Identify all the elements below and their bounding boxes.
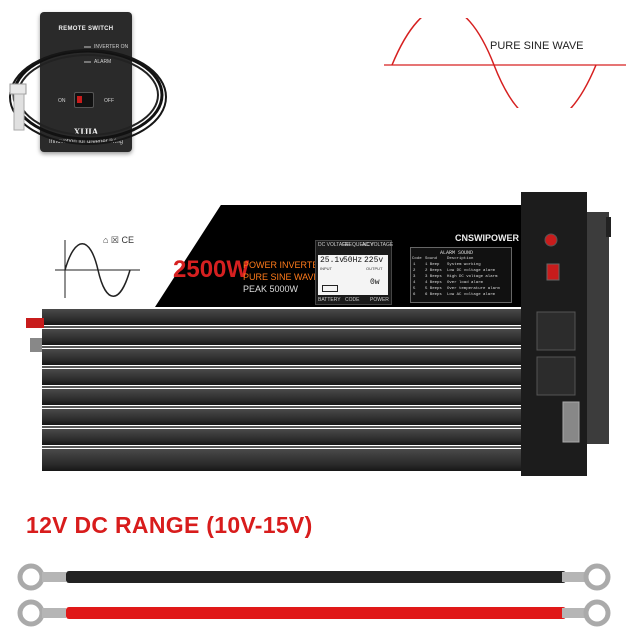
cooling-fin	[42, 389, 521, 405]
lcd-code-label: CODE	[345, 297, 360, 303]
lcd-dc-value: 25.1v	[320, 256, 345, 265]
inverter-on-label: INVERTER ON	[94, 44, 129, 50]
alarm-row-description: Low DC voltage alarm	[447, 269, 496, 273]
remote-title: REMOTE SWITCH	[58, 26, 114, 32]
alarm-row-code: 4	[413, 281, 416, 285]
alarm-sound-table	[410, 247, 512, 303]
inverter-brand: CNSWIPOWER	[455, 233, 519, 243]
cooling-fin	[42, 309, 521, 325]
cooling-fin	[42, 349, 521, 365]
fin-highlight	[42, 426, 521, 428]
alarm-row-sound: 6 Beeps	[425, 293, 442, 297]
alarm-row-description: Over load alarm	[447, 281, 484, 285]
wattage-rating: 2500W	[173, 256, 250, 283]
positive-terminal	[26, 318, 44, 328]
rocker-switch[interactable]	[74, 92, 94, 108]
alarm-row-sound: 4 Beeps	[425, 281, 442, 285]
fin-highlight	[42, 326, 521, 328]
alarm-row-sound: 2 Beeps	[425, 269, 442, 273]
lcd-power-value: 0w	[370, 278, 380, 287]
alarm-row-code: 2	[413, 269, 416, 273]
on-label: ON	[58, 98, 66, 104]
spec-line-1: POWER INVERTER	[243, 260, 325, 270]
lcd-dc-voltage-label: DC VOLTAGE	[318, 242, 350, 248]
cooling-fin	[42, 409, 521, 425]
alarm-label: ALARM	[94, 59, 112, 65]
spec-line-2: PURE SINE WAVE	[243, 272, 320, 282]
alarm-row-description: High DC voltage alarm	[447, 275, 498, 279]
lcd-power-label: POWER	[370, 297, 389, 303]
alarm-row-code: 5	[413, 287, 416, 291]
alarm-row-sound: 3 Beeps	[425, 275, 442, 279]
alarm-header-description: Description	[447, 257, 474, 261]
cooling-fin	[42, 449, 521, 471]
lcd-frequency-label: FREQUENCY	[342, 242, 374, 248]
battery-icon	[322, 285, 338, 292]
lcd-freq-value: 50Hz	[343, 256, 363, 265]
inverter-on-led	[84, 46, 91, 48]
alarm-row-description: Low AC voltage alarm	[447, 293, 496, 297]
alarm-row-description: Over temperature alarm	[447, 287, 500, 291]
fin-highlight	[42, 366, 521, 368]
fin-highlight	[42, 386, 521, 388]
off-label: OFF	[104, 98, 114, 104]
peak-rating: PEAK 5000W	[243, 284, 299, 294]
cooling-fin	[42, 429, 521, 445]
alarm-row-code: 1	[413, 263, 416, 267]
cooling-fin	[42, 329, 521, 345]
alarm-led	[84, 61, 91, 63]
fin-highlight	[42, 446, 521, 448]
alarm-header-code: Code	[412, 257, 422, 261]
alarm-row-sound: 1 Beep	[425, 263, 440, 267]
alarm-row-description: System working	[447, 263, 481, 267]
fin-highlight	[42, 346, 521, 348]
mounting-bracket	[585, 212, 609, 444]
end-panel-details	[536, 217, 611, 443]
lcd-ac-voltage-label: AC VOLTAGE	[362, 242, 394, 248]
remote-switch: REMOTE SWITCH INVERTER ON ALARM ON OFF X…	[40, 12, 132, 152]
sine-wave-graphic	[384, 18, 626, 108]
remote-brand: XIJIA	[73, 127, 99, 137]
lcd-output-label: OUTPUT	[366, 266, 383, 271]
sine-wave-label: PURE SINE WAVE	[490, 40, 584, 52]
lcd-battery-label: BATTERY	[318, 297, 341, 303]
remote-cable-coil	[9, 49, 167, 145]
fin-highlight	[42, 406, 521, 408]
lcd-input-label: INPUT	[320, 266, 332, 271]
lcd-screen	[318, 255, 388, 295]
alarm-table-title: ALARM SOUND	[440, 250, 474, 256]
negative-terminal	[30, 338, 42, 352]
alarm-row-sound: 5 Beeps	[425, 287, 442, 291]
remote-tagline: Innovation for greener living	[48, 139, 124, 145]
alarm-header-sound: Sound	[425, 257, 438, 261]
alarm-row-code: 3	[413, 275, 416, 279]
dc-range-text: 12V DC RANGE (10V-15V)	[26, 512, 313, 538]
battery-cables	[17, 563, 611, 627]
certification-icons: ⌂ ☒ CE	[103, 235, 135, 245]
cooling-fin	[42, 369, 521, 385]
lcd-ac-value: 225v	[364, 256, 384, 265]
front-sine-icon	[55, 240, 140, 298]
alarm-row-code: 6	[413, 293, 416, 297]
